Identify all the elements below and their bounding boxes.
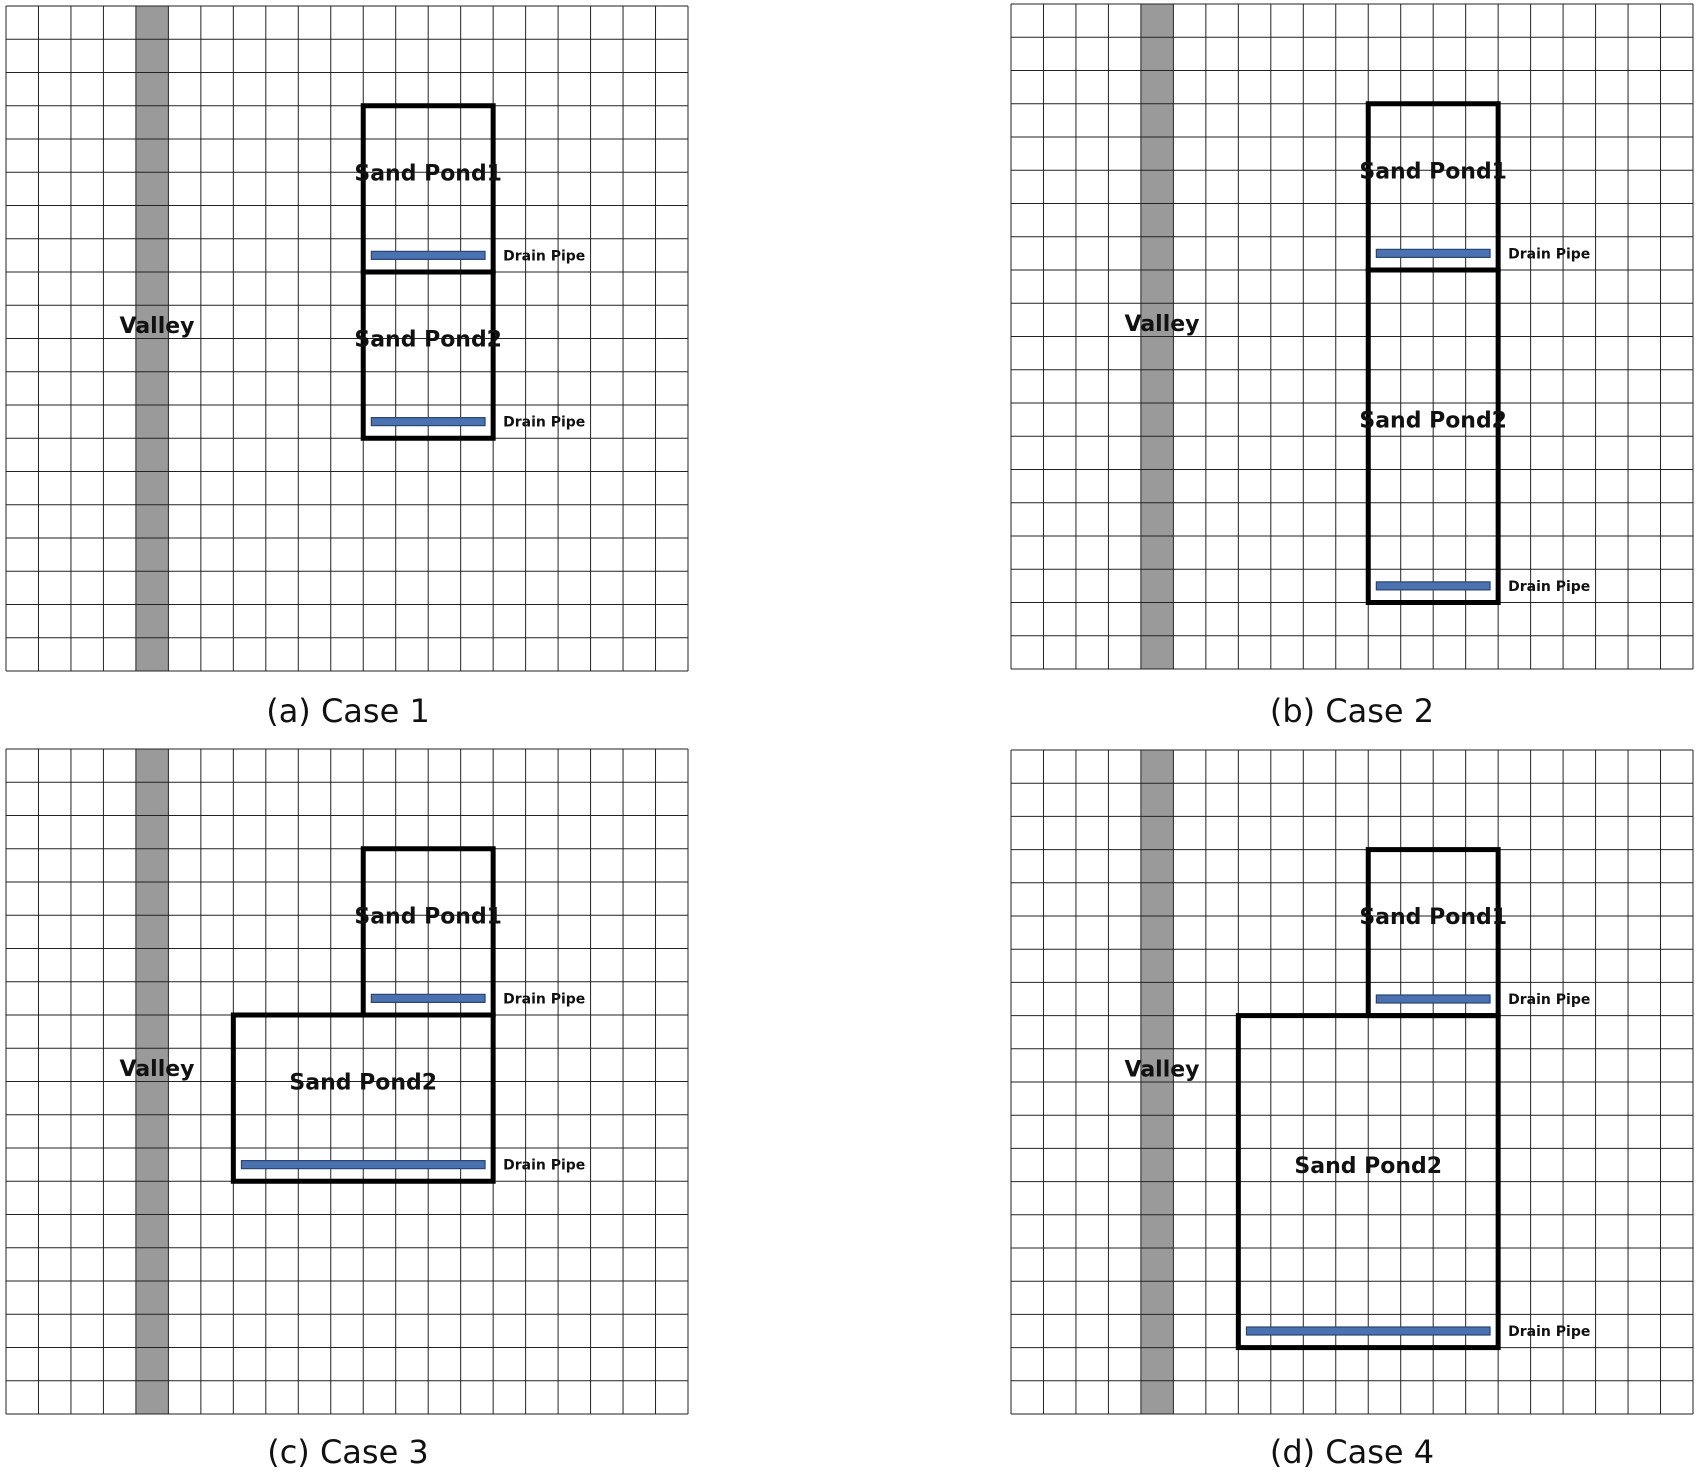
sand-pond-2-label: Sand Pond2: [1294, 1154, 1442, 1179]
valley-label: Valley: [1125, 312, 1200, 337]
drain-pipe: [1375, 994, 1491, 1004]
drain-pipe-label: Drain Pipe: [1508, 579, 1590, 595]
sand-pond-1-label: Sand Pond1: [1359, 159, 1507, 184]
grid-lines: [1010, 3, 1694, 670]
caption-case-1: (a) Case 1: [266, 692, 430, 730]
drain-pipe-label: Drain Pipe: [503, 1158, 585, 1174]
sand-pond-2-outline: [1235, 1013, 1501, 1351]
sand-pond-1-label: Sand Pond1: [354, 904, 502, 929]
drain-pipe-label: Drain Pipe: [503, 415, 585, 431]
caption-case-4: (d) Case 4: [1269, 1433, 1435, 1471]
caption-case-2: (b) Case 2: [1269, 692, 1435, 730]
sand-pond-1-label: Sand Pond1: [1359, 905, 1507, 930]
drain-pipe-label: Drain Pipe: [1508, 992, 1590, 1008]
drain-pipe: [1375, 248, 1491, 258]
sand-pond-2-label: Sand Pond2: [289, 1070, 437, 1095]
valley-label: Valley: [120, 1057, 195, 1082]
grid-lines: [1010, 749, 1694, 1415]
drain-pipe-label: Drain Pipe: [503, 248, 585, 264]
drain-pipe: [370, 417, 486, 427]
drain-pipe-label: Drain Pipe: [1508, 246, 1590, 262]
drain-pipe: [240, 1160, 486, 1170]
sand-pond-2-label: Sand Pond2: [354, 327, 502, 352]
drain-pipe: [370, 993, 486, 1003]
grid-lines: [5, 5, 689, 672]
drain-pipe-label: Drain Pipe: [1508, 1324, 1590, 1340]
grid-lines: [5, 748, 689, 1415]
drain-pipe: [1245, 1326, 1491, 1336]
sand-pond-2-outline: [1365, 267, 1501, 606]
sand-pond-2-label: Sand Pond2: [1359, 409, 1507, 434]
drain-pipe: [1375, 581, 1491, 591]
drain-pipe-label: Drain Pipe: [503, 991, 585, 1007]
valley-label: Valley: [120, 314, 195, 339]
sand-pond-2-outline: [230, 1012, 496, 1184]
caption-case-3: (c) Case 3: [267, 1433, 429, 1471]
sand-pond-1-label: Sand Pond1: [354, 161, 502, 186]
valley-label: Valley: [1125, 1058, 1200, 1083]
drain-pipe: [370, 250, 486, 260]
sand-pond-2-outline: [360, 269, 496, 441]
